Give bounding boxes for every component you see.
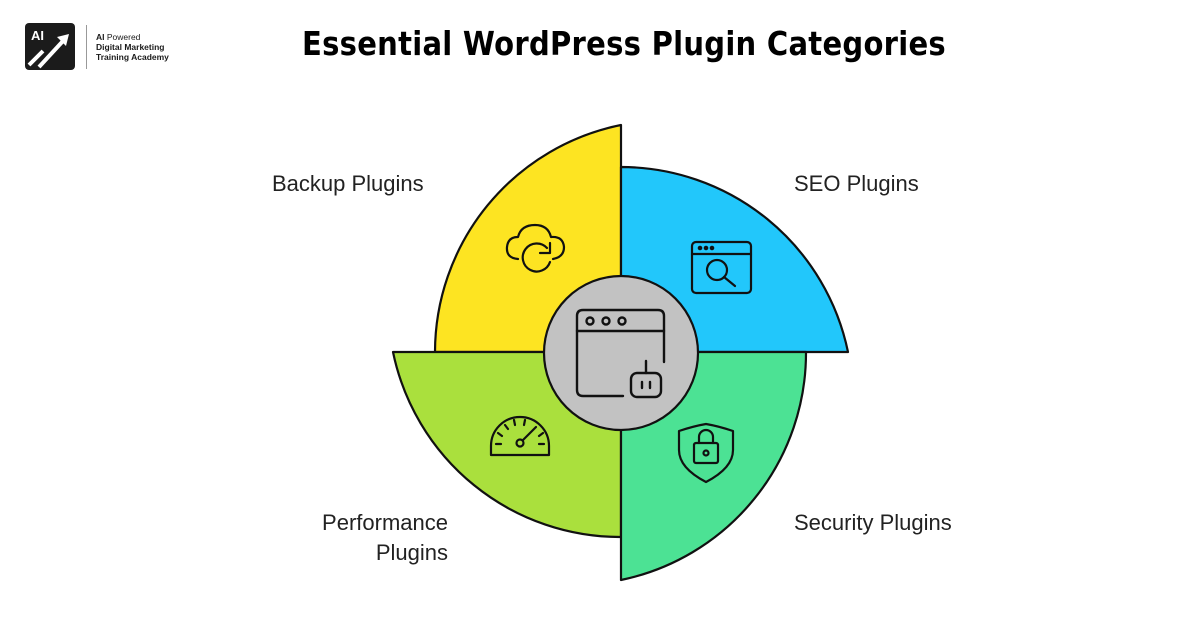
shield-lock-icon — [677, 422, 735, 484]
browser-robot-icon — [575, 308, 666, 399]
label-seo: SEO Plugins — [794, 171, 919, 196]
center-hub — [542, 274, 700, 432]
arrow-up-right-icon — [27, 34, 69, 69]
logo-line2: Digital Marketing — [96, 41, 165, 52]
logo-line1-rest: Powered — [104, 31, 141, 42]
page-title: Essential WordPress Plugin Categories — [301, 24, 946, 63]
speedometer-icon — [489, 415, 551, 457]
label-performance-line1: Performance — [322, 510, 448, 535]
label-backup: Backup Plugins — [272, 171, 424, 196]
logo-line3: Training Academy — [96, 51, 169, 62]
label-security: Security Plugins — [794, 510, 952, 535]
logo-text: AI Powered Digital Marketing Training Ac… — [96, 32, 169, 62]
logo-divider — [86, 24, 87, 69]
logo-mark: AI — [25, 23, 75, 70]
logo-mark-text: AI — [31, 28, 44, 43]
label-performance: Performance Plugins — [300, 508, 448, 568]
browser-search-icon — [690, 240, 753, 295]
cloud-sync-icon — [505, 223, 566, 273]
logo-line1-bold: AI — [96, 31, 105, 42]
brand-logo: AI AI Powered Digital Marketing Training… — [25, 23, 169, 70]
label-performance-line2: Plugins — [375, 540, 448, 565]
